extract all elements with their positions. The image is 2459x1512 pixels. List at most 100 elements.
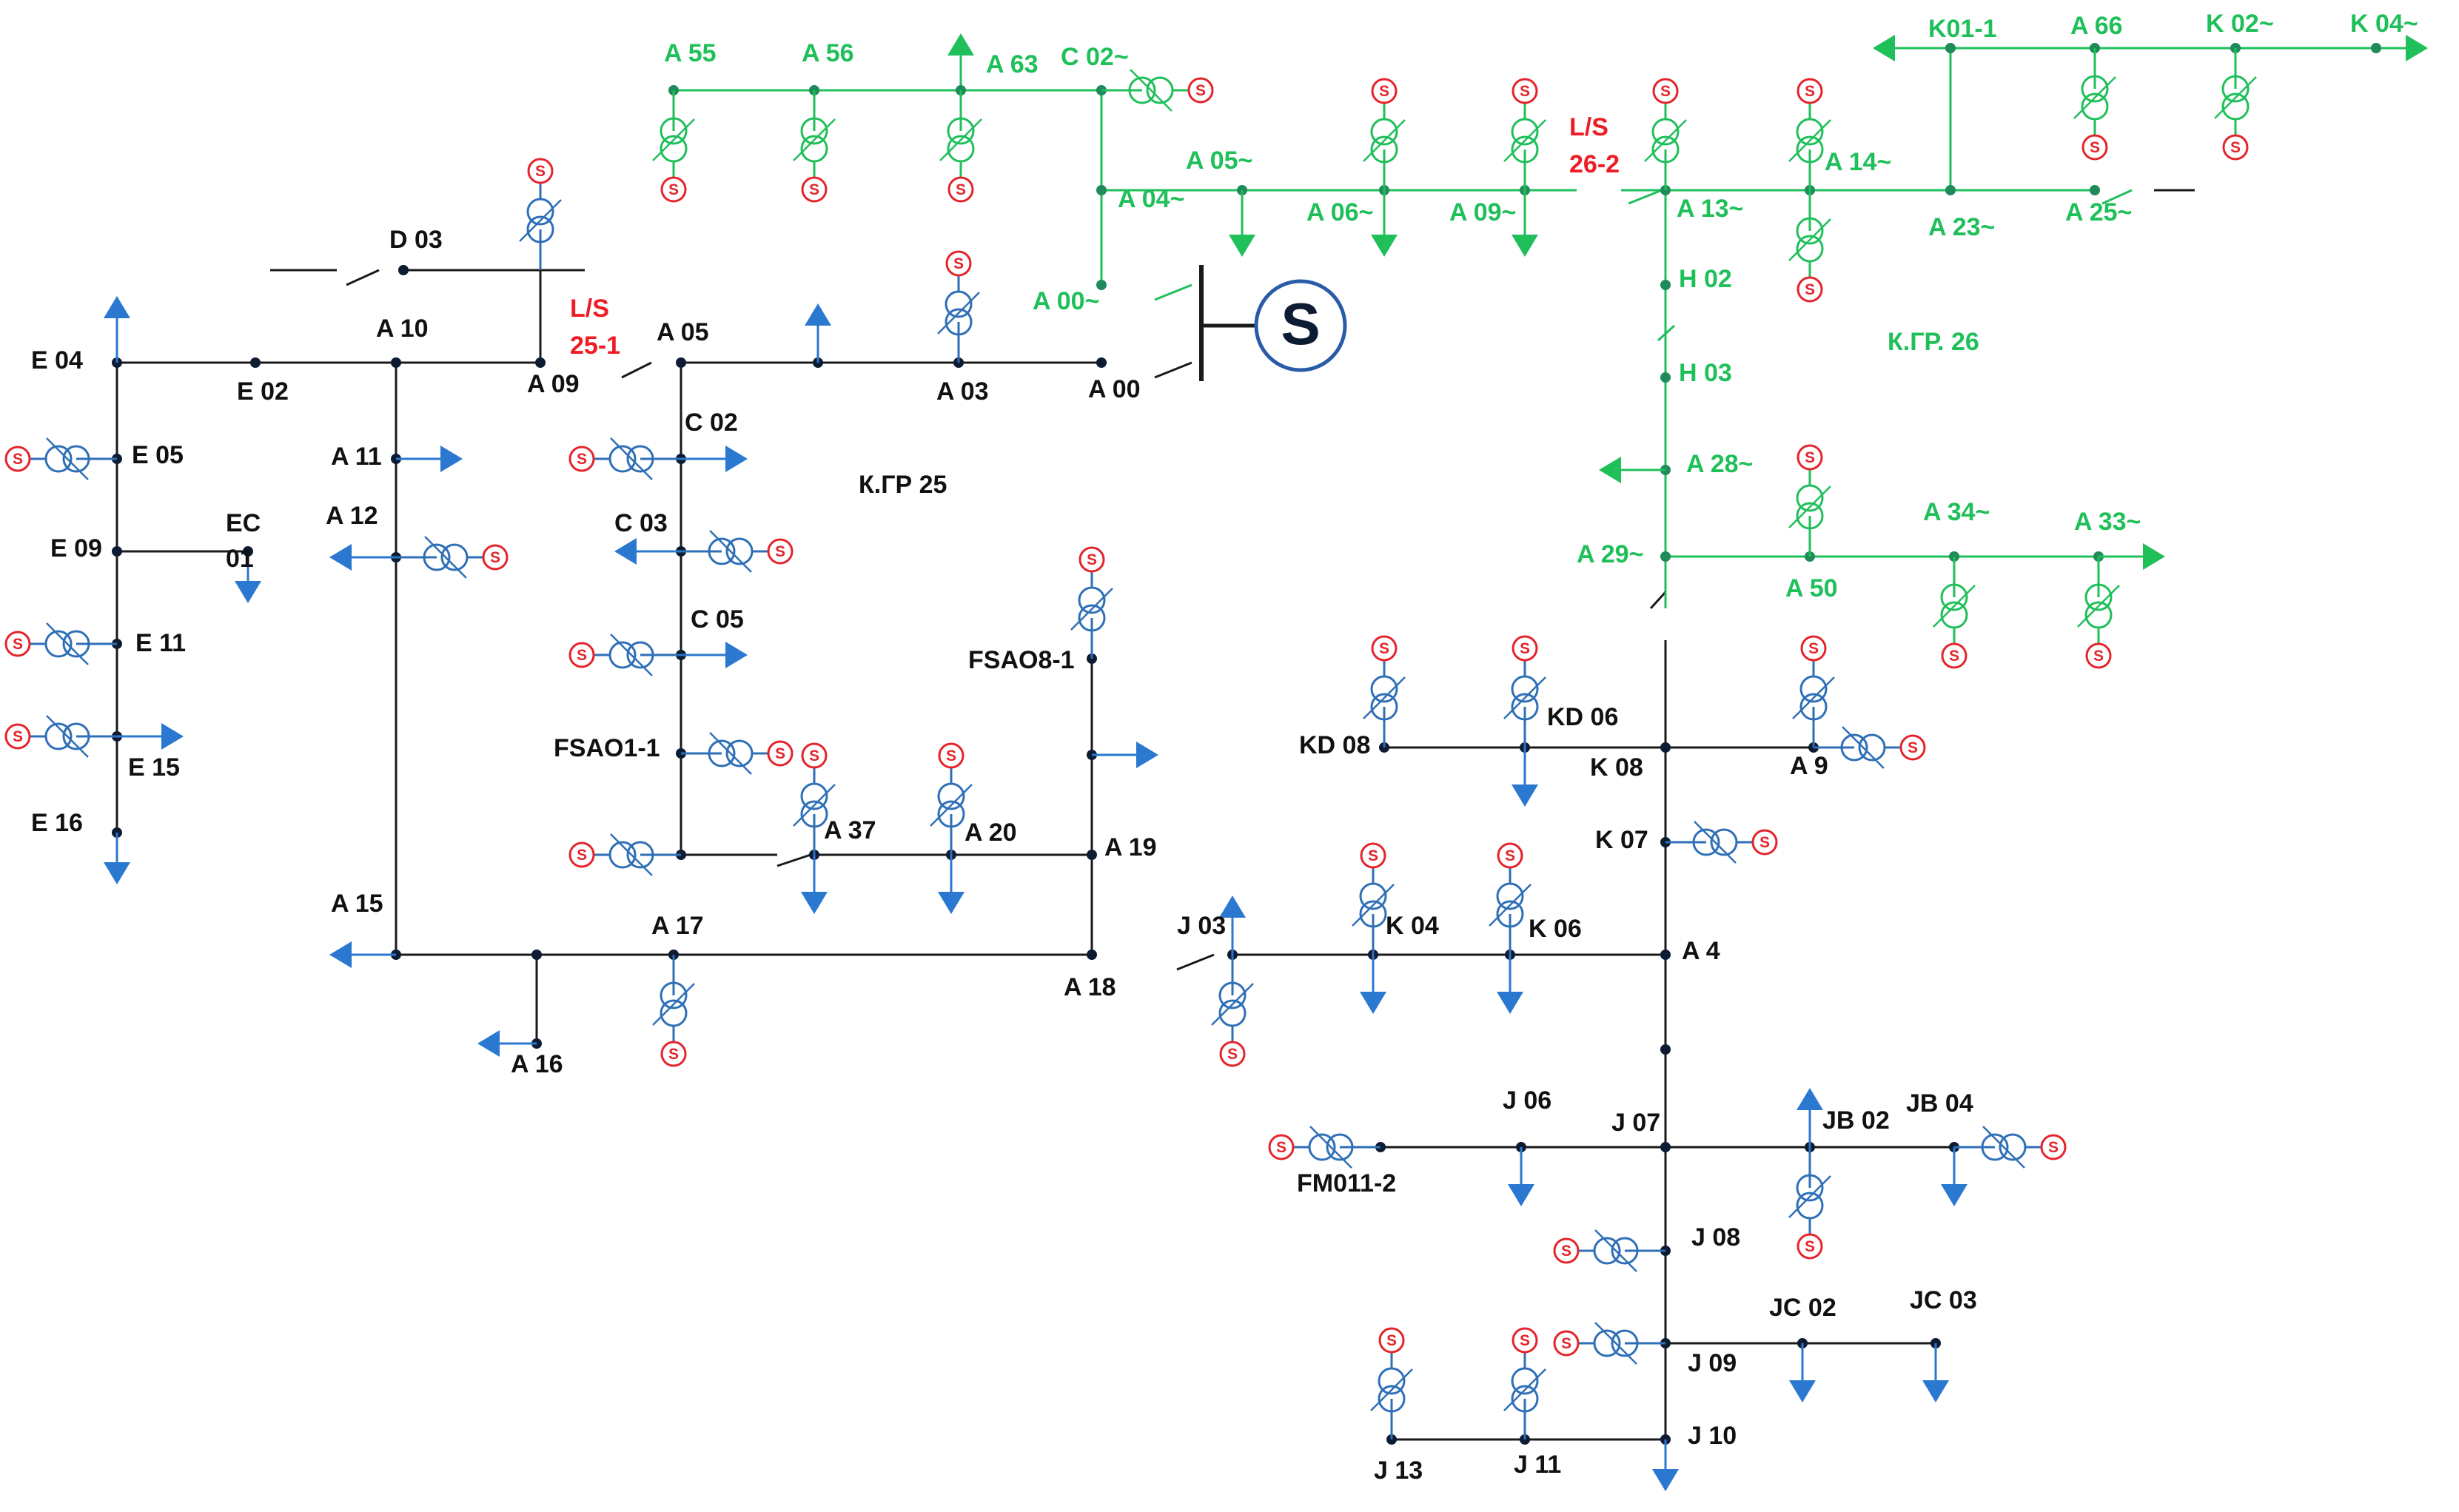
nodes bbox=[112, 43, 2381, 1445]
tap-arrow bbox=[1503, 676, 1546, 719]
generator-symbol: S bbox=[1386, 1332, 1397, 1349]
transformer-icon: S bbox=[1788, 1147, 1831, 1260]
load-arrow-icon bbox=[440, 446, 463, 472]
label-k04: K 04 bbox=[1386, 912, 1439, 940]
transformer-icon: S bbox=[568, 833, 681, 876]
transformer-icon: S bbox=[793, 90, 836, 203]
transformer-icon: S bbox=[1788, 78, 1831, 190]
transformer-winding bbox=[1981, 1133, 2009, 1161]
label-a18: A 18 bbox=[1064, 973, 1116, 1001]
switch-contact bbox=[621, 361, 652, 379]
tap-arrow bbox=[1503, 119, 1546, 162]
label-ec: EC bbox=[226, 509, 261, 537]
label-fm0112: FM011-2 bbox=[1297, 1169, 1396, 1197]
generator-circle bbox=[938, 742, 965, 769]
node-green bbox=[1660, 551, 1671, 562]
label-gk02: K 02~ bbox=[2206, 10, 2274, 38]
generator-symbol: S bbox=[1660, 83, 1671, 100]
tap-arrow bbox=[2214, 76, 2257, 119]
node-green bbox=[1660, 280, 1671, 290]
transformer-icon: S bbox=[1070, 546, 1113, 659]
load-arrow-icon bbox=[1512, 235, 1538, 257]
switch-contact bbox=[1154, 361, 1192, 379]
tap-arrow bbox=[1594, 1229, 1637, 1272]
label-kd08: KD 08 bbox=[1299, 731, 1370, 759]
tap-arrow bbox=[610, 833, 653, 876]
label-gh02: H 02 bbox=[1679, 265, 1732, 293]
tap-arrow bbox=[610, 437, 653, 480]
generator-circle bbox=[1219, 1041, 1246, 1067]
generator-circle bbox=[4, 631, 31, 657]
tap-arrow bbox=[652, 983, 695, 1026]
transformer-winding bbox=[1796, 502, 1824, 530]
label-a20: A 20 bbox=[965, 819, 1017, 847]
transformer-winding bbox=[1511, 1385, 1539, 1413]
node bbox=[1660, 742, 1671, 753]
tap-arrow bbox=[1070, 588, 1113, 631]
load-arrow-icon bbox=[1497, 992, 1523, 1014]
load-arrow-icon bbox=[1371, 235, 1398, 257]
generator-symbol: S bbox=[946, 747, 956, 765]
generator-symbol: S bbox=[956, 181, 966, 198]
generator-circle bbox=[1652, 78, 1679, 104]
label-e04: E 04 bbox=[31, 346, 83, 374]
load-arrow-icon bbox=[329, 941, 352, 968]
label-a15: A 15 bbox=[331, 890, 383, 918]
generator-symbol: S bbox=[2048, 1139, 2059, 1156]
transformer-winding bbox=[708, 537, 736, 565]
transformer-winding bbox=[62, 445, 90, 473]
generator-circle bbox=[2081, 134, 2108, 161]
generator-symbol: S bbox=[1908, 739, 1918, 756]
generator-symbol: S bbox=[1561, 1243, 1571, 1260]
label-gk04: K 04~ bbox=[2350, 10, 2418, 38]
label-e02: E 02 bbox=[237, 377, 289, 406]
generator-circle bbox=[945, 250, 972, 277]
transformer-winding bbox=[1799, 693, 1828, 721]
switch-contact bbox=[346, 269, 380, 286]
tap-arrow bbox=[1788, 485, 1831, 528]
label-e09: E 09 bbox=[50, 534, 102, 562]
generator-symbol: S bbox=[1805, 1238, 1815, 1255]
label-a19: A 19 bbox=[1104, 833, 1157, 861]
tap-arrow bbox=[709, 530, 752, 573]
node bbox=[531, 950, 542, 960]
label-j07: J 07 bbox=[1611, 1109, 1660, 1137]
node-green bbox=[1945, 43, 1956, 53]
generator-circle bbox=[568, 446, 595, 472]
tap-arrow bbox=[46, 622, 89, 665]
tap-arrow bbox=[1842, 726, 1885, 769]
source-circle bbox=[1254, 279, 1347, 372]
node-green bbox=[2371, 43, 2381, 53]
generator-symbol: S bbox=[1195, 82, 1206, 99]
label-ga66: A 66 bbox=[2070, 12, 2123, 40]
load-arrow-icon bbox=[1789, 1380, 1816, 1402]
label-a12: A 12 bbox=[326, 502, 378, 530]
generator-circle bbox=[1899, 734, 1926, 761]
transformer-icon: S bbox=[1363, 78, 1406, 190]
label-ga13: A 13~ bbox=[1677, 195, 1743, 223]
generator-circle bbox=[1187, 77, 1214, 104]
label-a11: A 11 bbox=[331, 443, 382, 471]
transformer-winding bbox=[1692, 828, 1720, 856]
tap-arrow bbox=[930, 784, 973, 827]
generator-circle bbox=[1797, 444, 1823, 471]
transformer-icon: S bbox=[681, 732, 794, 775]
transformer-icon: S bbox=[519, 158, 562, 270]
label-j13: J 13 bbox=[1374, 1456, 1423, 1485]
label-ga23: A 23~ bbox=[1928, 213, 1995, 241]
generator-symbol: S bbox=[1759, 834, 1770, 851]
generator-circle bbox=[527, 158, 554, 184]
load-arrow-icon bbox=[1508, 1184, 1534, 1206]
tap-arrow bbox=[1933, 585, 1976, 628]
generator-circle bbox=[1797, 78, 1823, 104]
transformer-winding bbox=[945, 308, 973, 336]
switch-contact bbox=[2101, 189, 2133, 205]
load-arrow-icon bbox=[1922, 1380, 1949, 1402]
node bbox=[535, 357, 546, 368]
generator-circle bbox=[801, 176, 828, 203]
generator-circle bbox=[1371, 635, 1398, 662]
generator-symbol: S bbox=[2230, 139, 2241, 156]
generator-circle bbox=[660, 176, 687, 203]
generator-circle bbox=[1512, 1327, 1538, 1354]
label-ga04: A 04~ bbox=[1118, 185, 1184, 213]
